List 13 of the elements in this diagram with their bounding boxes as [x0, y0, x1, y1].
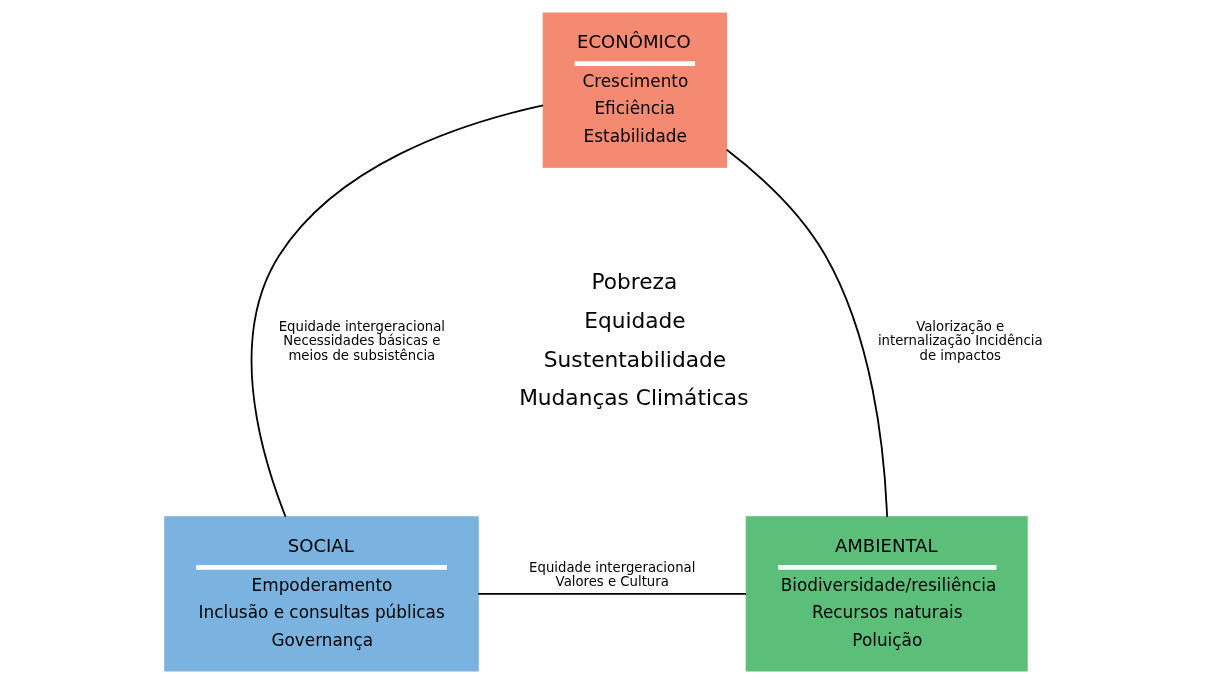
edge-label: Equidade intergeracional Necessidades básicas e meios de subsistência — [278, 318, 445, 363]
edge-label: Valorização e internalização Incidência de impactos — [877, 318, 1043, 363]
connector — [725, 148, 888, 518]
edge-label: Equidade intergeracional Valores e Cultura — [529, 559, 696, 590]
node-box: ECONÔMICO Crescimento Eficiência Estabilidade — [542, 12, 728, 168]
label: Equidade — [584, 308, 686, 334]
connector — [477, 592, 748, 595]
label: Pobreza — [591, 269, 678, 295]
label: Mudanças Climáticas — [519, 385, 749, 411]
connector — [250, 104, 544, 518]
node-box: SOCIAL Empoderamento Inclusão e consultas públicas Governança — [164, 516, 479, 672]
node-box: AMBIENTAL Biodiversidade/resiliência Recursos naturais Poluição — [745, 516, 1028, 672]
label: Sustentabilidade — [543, 346, 727, 372]
